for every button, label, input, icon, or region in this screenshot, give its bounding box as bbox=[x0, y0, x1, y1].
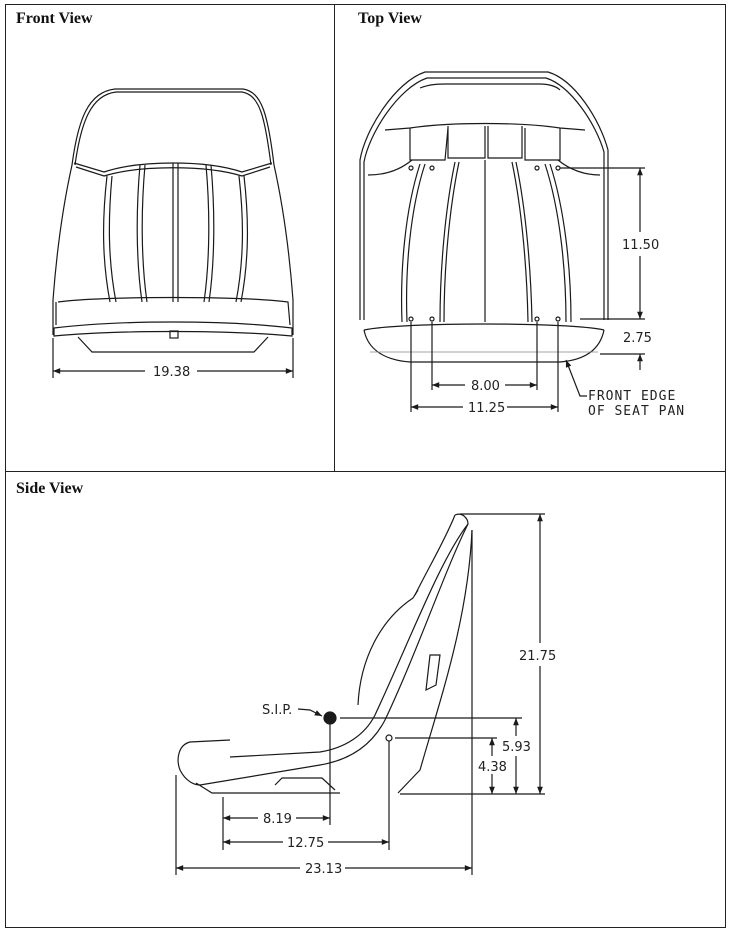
side-hole-depth-label: 12.75 bbox=[287, 836, 324, 851]
front-width-label: 19.38 bbox=[153, 365, 190, 380]
front-view-title: Front View bbox=[16, 10, 93, 27]
side-hole-height-label: 4.38 bbox=[478, 760, 507, 775]
top-front-offset-label: 2.75 bbox=[623, 331, 652, 346]
top-outer-spacing-label: 11.25 bbox=[468, 401, 505, 416]
outer-frame bbox=[5, 4, 726, 928]
front-edge-callout-line2: OF SEAT PAN bbox=[588, 404, 685, 419]
front-edge-callout-line1: FRONT EDGE bbox=[588, 389, 676, 404]
side-sip-height-label: 5.93 bbox=[502, 740, 531, 755]
side-view-title: Side View bbox=[16, 480, 84, 497]
top-view-title: Top View bbox=[358, 10, 422, 27]
sip-marker-icon bbox=[323, 711, 337, 725]
side-overall-depth-label: 23.13 bbox=[305, 862, 342, 877]
sip-label: S.I.P. bbox=[262, 703, 292, 718]
front-width-dimension bbox=[52, 338, 294, 378]
top-depth-label: 11.50 bbox=[622, 238, 659, 253]
panel-divider-vertical bbox=[334, 4, 335, 472]
front-view-seat-drawing bbox=[52, 88, 294, 353]
sip-leader bbox=[297, 708, 323, 717]
top-view-seat-drawing bbox=[359, 71, 609, 363]
side-view-dimensions bbox=[175, 513, 545, 875]
side-view-seat-drawing bbox=[177, 513, 473, 794]
panel-divider-horizontal bbox=[5, 471, 726, 472]
side-sip-depth-label: 8.19 bbox=[263, 812, 292, 827]
side-height-label: 21.75 bbox=[519, 649, 556, 664]
top-view-dimensions bbox=[410, 167, 645, 412]
side-mount-hole bbox=[385, 734, 393, 742]
top-inner-spacing-label: 8.00 bbox=[471, 379, 500, 394]
